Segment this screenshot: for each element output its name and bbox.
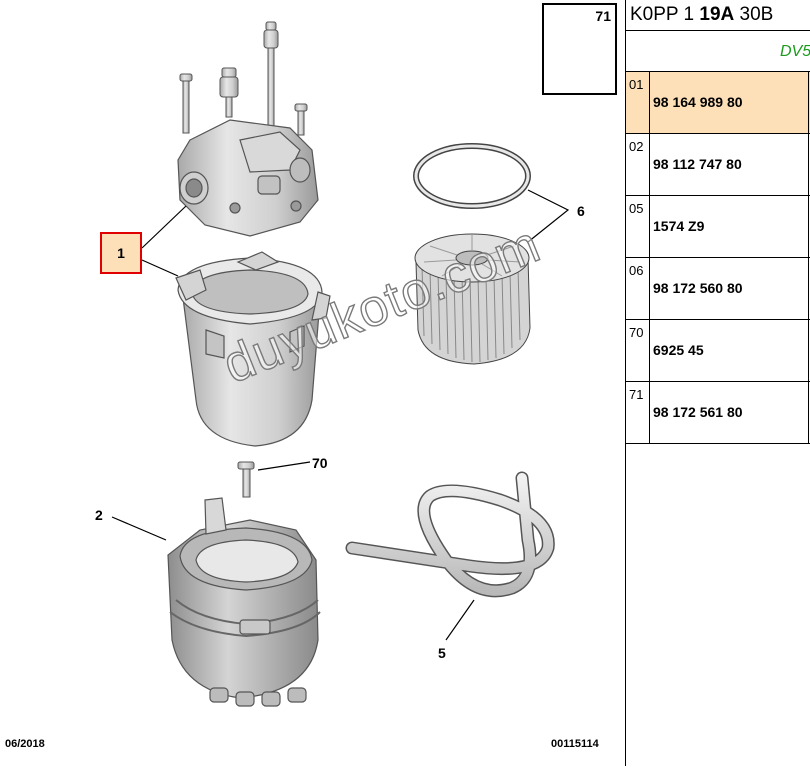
part-reference[interactable]: 6925 45 xyxy=(653,342,704,358)
part-number-cell: 71 xyxy=(626,382,650,443)
callout-70[interactable]: 70 xyxy=(312,455,328,471)
part-reference[interactable]: 98 172 560 80 xyxy=(653,280,743,296)
part-reference[interactable]: 98 164 989 80 xyxy=(653,94,743,110)
title-divider xyxy=(626,30,810,31)
part-reference[interactable]: 98 172 561 80 xyxy=(653,404,743,420)
panel-title: K0PP 1 19A 30B xyxy=(630,4,773,26)
part-number: 71 xyxy=(629,387,644,402)
table-right-border xyxy=(808,72,809,444)
part-row-06[interactable]: 06 98 172 560 80 xyxy=(626,258,810,320)
filter-cartridge xyxy=(414,233,531,365)
part-number: 02 xyxy=(629,139,644,154)
part-reference[interactable]: 1574 Z9 xyxy=(653,218,705,234)
subtitle-divider xyxy=(626,71,810,72)
part-number: 01 xyxy=(629,77,644,92)
part-row-05[interactable]: 05 1574 Z9 xyxy=(626,196,810,258)
part-number-cell: 01 xyxy=(626,72,650,133)
diagram-drawing xyxy=(111,21,570,707)
part-number: 70 xyxy=(629,325,644,340)
callout-71: 71 xyxy=(595,8,611,24)
callout-1-selected[interactable]: 1 xyxy=(100,232,142,274)
callout-5[interactable]: 5 xyxy=(438,645,446,661)
title-prefix: K0PP 1 xyxy=(630,4,700,25)
exploded-parts-diagram: duyukoto.com 1 2 5 6 70 71 06/2018 00115… xyxy=(5,3,617,750)
part-number-cell: 06 xyxy=(626,258,650,319)
footer-code: 00115114 xyxy=(551,738,599,750)
part-row-01[interactable]: 01 98 164 989 80 xyxy=(626,72,810,134)
part-number-cell: 70 xyxy=(626,320,650,381)
bolt-70 xyxy=(237,461,255,498)
title-suffix: 30B xyxy=(734,4,774,25)
part-row-71[interactable]: 71 98 172 561 80 xyxy=(626,382,810,444)
panel-divider xyxy=(625,0,626,766)
part-number-cell: 05 xyxy=(626,196,650,257)
parts-panel: K0PP 1 19A 30B DV5 01 98 164 989 80 02 98 1… xyxy=(626,0,810,766)
part-row-70[interactable]: 70 6925 45 xyxy=(626,320,810,382)
part-row-02[interactable]: 02 98 112 747 80 xyxy=(626,134,810,196)
footer-date: 06/2018 xyxy=(5,738,45,750)
filter-bowl xyxy=(175,251,331,447)
panel-subtitle: DV5 xyxy=(780,43,810,60)
filter-head xyxy=(177,119,319,237)
fuel-hose xyxy=(345,471,555,598)
bracket xyxy=(167,497,321,707)
title-bold: 19A xyxy=(699,4,735,25)
part-number: 06 xyxy=(629,263,644,278)
callout-2[interactable]: 2 xyxy=(95,507,103,523)
part-number: 05 xyxy=(629,201,644,216)
screws-top xyxy=(179,21,308,136)
part-number-cell: 02 xyxy=(626,134,650,195)
part-reference[interactable]: 98 112 747 80 xyxy=(653,156,742,172)
leader-lines xyxy=(111,189,570,641)
callout-6[interactable]: 6 xyxy=(577,203,585,219)
callout-71-box[interactable]: 71 xyxy=(542,3,617,95)
